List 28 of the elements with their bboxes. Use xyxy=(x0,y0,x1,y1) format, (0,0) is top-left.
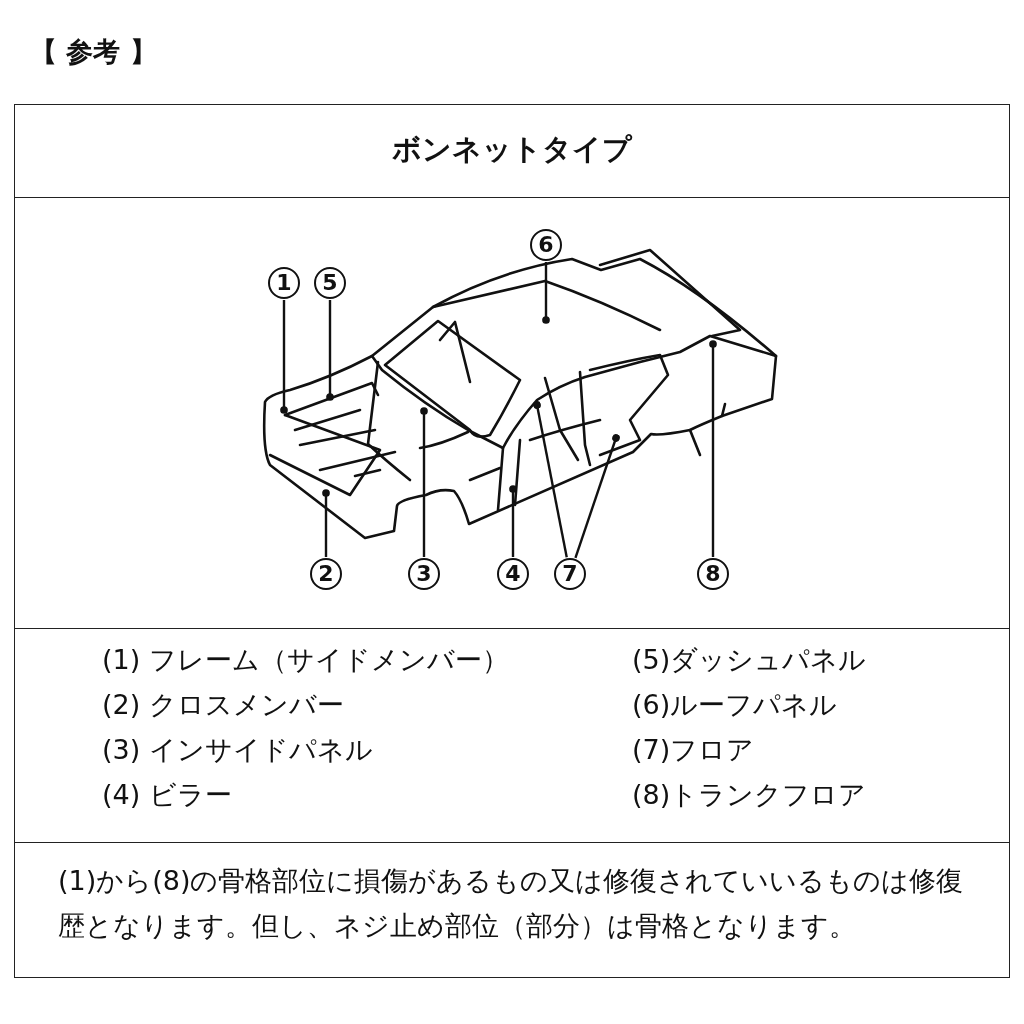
leader-line xyxy=(709,340,717,557)
leader-line xyxy=(509,485,517,557)
part-name: (5)ダッシュパネル xyxy=(632,643,867,677)
callout-number: 6 xyxy=(530,229,562,261)
callout-number: 4 xyxy=(497,558,529,590)
callout-number: 1 xyxy=(268,267,300,299)
callout-number: 3 xyxy=(408,558,440,590)
part-name: (6)ルーフパネル xyxy=(632,688,838,722)
leader-line xyxy=(420,407,428,557)
part-name: (7)フロア xyxy=(632,733,755,767)
leader-line xyxy=(533,401,568,558)
page-title: 【 参考 】 xyxy=(30,35,157,69)
callout-number: 8 xyxy=(697,558,729,590)
note-text: (1)から(8)の骨格部位に損傷があるもの又は修復されていいるものは修復歴となります。但し、ネジ止め部位（部分）は骨格となります。 xyxy=(58,864,965,943)
leader-line xyxy=(326,300,334,401)
leader-line xyxy=(280,300,288,414)
part-name: (3) インサイドパネル xyxy=(102,733,373,767)
leader-line xyxy=(574,434,620,559)
part-name: (2) クロスメンバー xyxy=(102,688,344,722)
leader-line xyxy=(542,262,550,324)
callout-number: 7 xyxy=(554,558,586,590)
callout-number: 5 xyxy=(314,267,346,299)
table-header: ボンネットタイプ xyxy=(391,131,634,168)
callout-number: 2 xyxy=(310,558,342,590)
leader-line xyxy=(322,489,330,557)
part-name: (1) フレーム（サイドメンバー） xyxy=(102,643,509,677)
part-name: (4) ビラー xyxy=(102,778,232,812)
part-name: (8)トランクフロア xyxy=(632,778,867,812)
